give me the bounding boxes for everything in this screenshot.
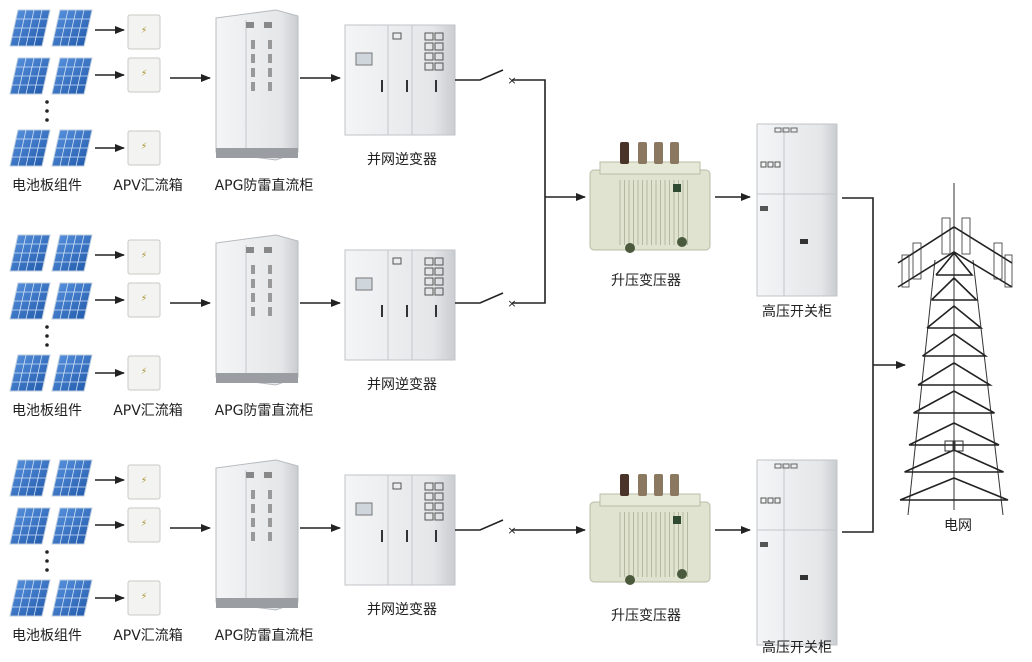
connection-line [926, 304, 984, 329]
solar-panel-icon [51, 9, 93, 47]
connection-line [897, 251, 1013, 288]
connection-line [917, 362, 993, 386]
connection-line [455, 292, 504, 304]
combiner-label: APV汇流箱 [113, 628, 183, 644]
grid-label: 电网 [944, 518, 972, 534]
ellipsis-dots-icon [45, 325, 49, 347]
connection-line [897, 226, 1013, 264]
connection-line [455, 519, 504, 531]
svg-text:⚡: ⚡ [141, 294, 147, 304]
solar-panel-icon [9, 234, 51, 272]
connection-line [908, 422, 1000, 446]
connection-line [512, 79, 546, 304]
panel-label: 电池板组件 [12, 628, 82, 644]
hv-switchgear-icon [756, 123, 838, 297]
circuit-breaker-switch-icon: × [455, 292, 517, 310]
solar-panel-icon [51, 234, 93, 272]
solar-panel-icon [9, 579, 51, 617]
panel-label: 电池板组件 [12, 403, 82, 419]
combiner-box-icon: ⚡ [127, 57, 161, 93]
connection-line [455, 69, 504, 81]
svg-text:⚡: ⚡ [141, 592, 147, 602]
svg-text:⚡: ⚡ [141, 367, 147, 377]
combiner-box-icon: ⚡ [127, 507, 161, 543]
combiner-label: APV汇流箱 [113, 403, 183, 419]
transformer-1 [589, 142, 711, 253]
solar-panel-icon [51, 282, 93, 320]
combiner-box-icon: ⚡ [127, 130, 161, 166]
connection-line [922, 333, 989, 357]
transformer-label: 升压变压器 [611, 608, 681, 624]
svg-text:⚡: ⚡ [141, 69, 147, 79]
transformer-label: 升压变压器 [611, 273, 681, 289]
hv-cabinet-label: 高压开关柜 [762, 303, 832, 320]
solar-panel-icon [9, 507, 51, 545]
svg-text:⚡: ⚡ [141, 142, 147, 152]
connection-line [935, 251, 974, 276]
connection-line [899, 477, 1009, 501]
step-up-transformer-icon [589, 142, 711, 253]
svg-text:⚡: ⚡ [141, 26, 147, 36]
solar-panel-icon [9, 459, 51, 497]
connection-line [842, 197, 874, 533]
solar-panel-icon [51, 354, 93, 392]
dc-cabinet-icon [215, 234, 299, 386]
combiner-box-icon: ⚡ [127, 282, 161, 318]
combiner-box-icon: ⚡ [127, 14, 161, 50]
power-tower-icon [897, 183, 1013, 516]
svg-text:⚡: ⚡ [141, 519, 147, 529]
combiner-box-icon: ⚡ [127, 239, 161, 275]
dc-cabinet-icon [215, 459, 299, 611]
combiner-box-icon: ⚡ [127, 580, 161, 616]
hv-cabinet-2 [756, 459, 838, 646]
pv-row-1: ⚡ ⚡ ⚡ × 电池板组件 APV汇流箱 APG防雷直流柜 并网逆变器 [9, 9, 517, 194]
svg-text:⚡: ⚡ [141, 476, 147, 486]
solar-panel-icon [51, 57, 93, 95]
dc-cabinet-label: APG防雷直流柜 [215, 627, 314, 644]
ellipsis-dots-icon [45, 100, 49, 122]
solar-panel-icon [9, 57, 51, 95]
circuit-breaker-switch-icon: × [455, 69, 517, 87]
pv-row-2: ⚡ ⚡ ⚡ × 电池板组件 APV汇流箱 APG防雷直流柜 并网逆变器 [9, 234, 517, 419]
svg-text:⚡: ⚡ [141, 251, 147, 261]
combiner-box-icon: ⚡ [127, 355, 161, 391]
solar-panel-icon [51, 579, 93, 617]
inverter-icon [344, 24, 456, 136]
solar-panel-icon [51, 507, 93, 545]
inverter-label: 并网逆变器 [367, 152, 437, 168]
hv-switchgear-icon [756, 459, 838, 646]
solar-panel-icon [51, 459, 93, 497]
solar-panel-icon [9, 9, 51, 47]
dc-cabinet-label: APG防雷直流柜 [215, 177, 314, 194]
combiner-label: APV汇流箱 [113, 178, 183, 194]
connection-line [913, 390, 995, 414]
dc-cabinet-label: APG防雷直流柜 [215, 402, 314, 419]
solar-panel-icon [9, 129, 51, 167]
inverter-label: 并网逆变器 [367, 377, 437, 393]
hv-cabinet-1 [756, 123, 838, 297]
solar-panel-icon [51, 129, 93, 167]
step-up-transformer-icon [589, 474, 711, 585]
transformer-2 [589, 474, 711, 585]
ellipsis-dots-icon [45, 550, 49, 572]
circuit-breaker-switch-icon: × [455, 519, 517, 537]
panel-label: 电池板组件 [12, 178, 82, 194]
connection-line [930, 276, 979, 301]
solar-panel-icon [9, 282, 51, 320]
connection-line [904, 449, 1004, 473]
inverter-icon [344, 249, 456, 361]
combiner-box-icon: ⚡ [127, 464, 161, 500]
pv-row-3: ⚡ ⚡ ⚡ × 电池板组件 APV汇流箱 APG防雷直流柜 并网逆变器 [9, 459, 517, 644]
hv-cabinet-label: 高压开关柜 [762, 639, 832, 656]
inverter-icon [344, 474, 456, 586]
dc-cabinet-icon [215, 9, 299, 161]
solar-panel-icon [9, 354, 51, 392]
inverter-label: 并网逆变器 [367, 602, 437, 618]
